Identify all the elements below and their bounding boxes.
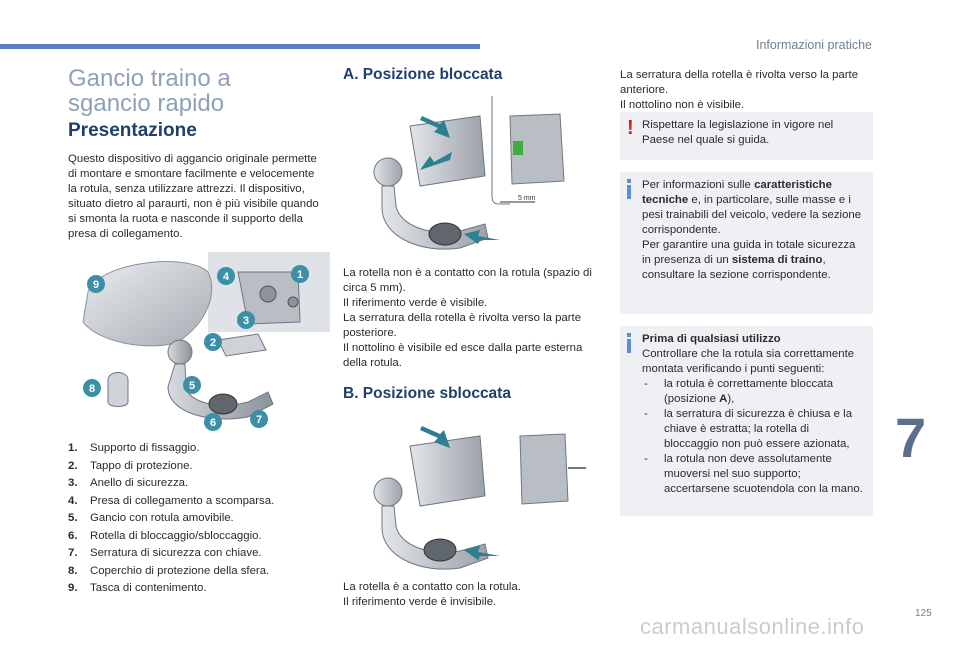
list-item: 5.Gancio con rotula amovibile. <box>68 512 234 524</box>
marker-3 <box>237 311 255 329</box>
locking-wheel <box>428 222 462 246</box>
locked-position-diagram: 5 mm <box>373 96 565 250</box>
list-item: 8.Coperchio di protezione della sfera. <box>68 564 270 577</box>
marker-4 <box>217 267 235 285</box>
svg-text:2: 2 <box>210 337 216 349</box>
svg-text:9: 9 <box>93 279 99 291</box>
locked-caption: La rotella non è a contatto con la rotul… <box>343 267 592 369</box>
storage-pouch <box>82 261 213 347</box>
list-item: la rotula è correttamente bloccata (posi… <box>642 377 865 407</box>
presentation-heading: Presentazione <box>68 120 197 141</box>
figure-markers: 1 2 3 4 5 6 7 8 9 <box>83 265 309 431</box>
list-item: la rotula non deve assolutamente muovers… <box>642 452 865 497</box>
watermark: carmanualsonline.info <box>640 614 865 639</box>
presentation-text: Questo dispositivo di aggancio originale… <box>68 153 319 240</box>
tow-ball <box>167 339 193 365</box>
svg-text:8: 8 <box>89 383 95 395</box>
mounting-bracket <box>509 113 565 185</box>
list-item: 4.Presa di collegamento a scomparsa. <box>68 494 275 507</box>
marker-6 <box>204 413 222 431</box>
locking-wheel <box>208 393 238 415</box>
warning-box: ! Rispettare la legislazione in vigore n… <box>620 112 873 160</box>
protection-cap <box>217 333 267 357</box>
marker-2 <box>204 333 222 351</box>
info-box-technical: Per informazioni sulle caratteristiche t… <box>620 172 873 314</box>
list-item: 7.Serratura di sicurezza con chiave. <box>68 547 262 559</box>
arrow-icon <box>464 546 500 560</box>
section-label: Informazioni pratiche <box>755 38 872 52</box>
arrow-icon <box>420 152 452 170</box>
marker-5 <box>183 376 201 394</box>
locked-heading: A. Posizione bloccata <box>343 66 503 83</box>
marker-7 <box>250 410 268 428</box>
chapter-number: 7 <box>895 406 927 469</box>
measure-label: 5 mm <box>518 195 536 202</box>
info-title: Prima di qualsiasi utilizzo <box>642 333 781 345</box>
tow-ball-arm <box>381 505 489 570</box>
unlocked-position-diagram <box>373 426 586 570</box>
svg-text:5: 5 <box>189 380 195 392</box>
tow-ball-arm <box>167 363 274 420</box>
list-item: 1.Supporto di fissaggio. <box>68 442 200 454</box>
arrow-icon <box>420 116 450 138</box>
svg-text:4: 4 <box>223 271 230 283</box>
receiver-housing <box>409 115 486 187</box>
parts-list: 1.Supporto di fissaggio. 2.Tappo di prot… <box>68 440 328 598</box>
lock-orientation-text: La serratura della rotella è rivolta ver… <box>620 69 859 111</box>
marker-1 <box>291 265 309 283</box>
info-icon <box>627 179 631 199</box>
info-box-before-use: Prima di qualsiasi utilizzo Controllare … <box>620 326 873 516</box>
list-item: 3.Anello di sicurezza. <box>68 477 189 489</box>
tow-ball-arm <box>381 185 489 250</box>
arrow-icon <box>464 230 500 244</box>
tow-ball <box>373 477 403 507</box>
page-title: Gancio traino a sgancio rapido <box>68 65 231 117</box>
checklist: la rotula è correttamente bloccata (posi… <box>642 377 865 497</box>
svg-text:1: 1 <box>297 269 303 281</box>
bumper-outline <box>491 96 510 205</box>
header-accent-bar <box>0 44 480 49</box>
svg-text:6: 6 <box>210 417 216 429</box>
arrow-icon <box>420 426 450 448</box>
receiver-housing <box>409 435 486 507</box>
towbar-exploded-diagram: 1 2 3 4 5 6 7 8 9 <box>82 252 330 431</box>
svg-text:3: 3 <box>243 315 249 327</box>
warning-icon: ! <box>627 117 634 139</box>
mounting-bracket <box>519 433 569 505</box>
list-item: 2.Tappo di protezione. <box>68 459 193 472</box>
page-number: 125 <box>915 608 932 619</box>
marker-9 <box>87 275 105 293</box>
svg-text:7: 7 <box>256 414 262 426</box>
green-reference <box>513 141 523 155</box>
locking-wheel <box>423 538 457 562</box>
list-item: la serratura di sicurezza è chiusa e la … <box>642 407 865 452</box>
marker-8 <box>83 379 101 397</box>
unlocked-caption: La rotella è a contatto con la rotula. I… <box>343 581 521 608</box>
ball-cover <box>107 372 129 407</box>
list-item: 6.Rotella di bloccaggio/sbloccaggio. <box>68 529 262 542</box>
unlocked-heading: B. Posizione sbloccata <box>343 385 511 402</box>
info-icon <box>627 333 631 353</box>
list-item: 9.Tasca di contenimento. <box>68 582 207 594</box>
tow-ball <box>373 157 403 187</box>
